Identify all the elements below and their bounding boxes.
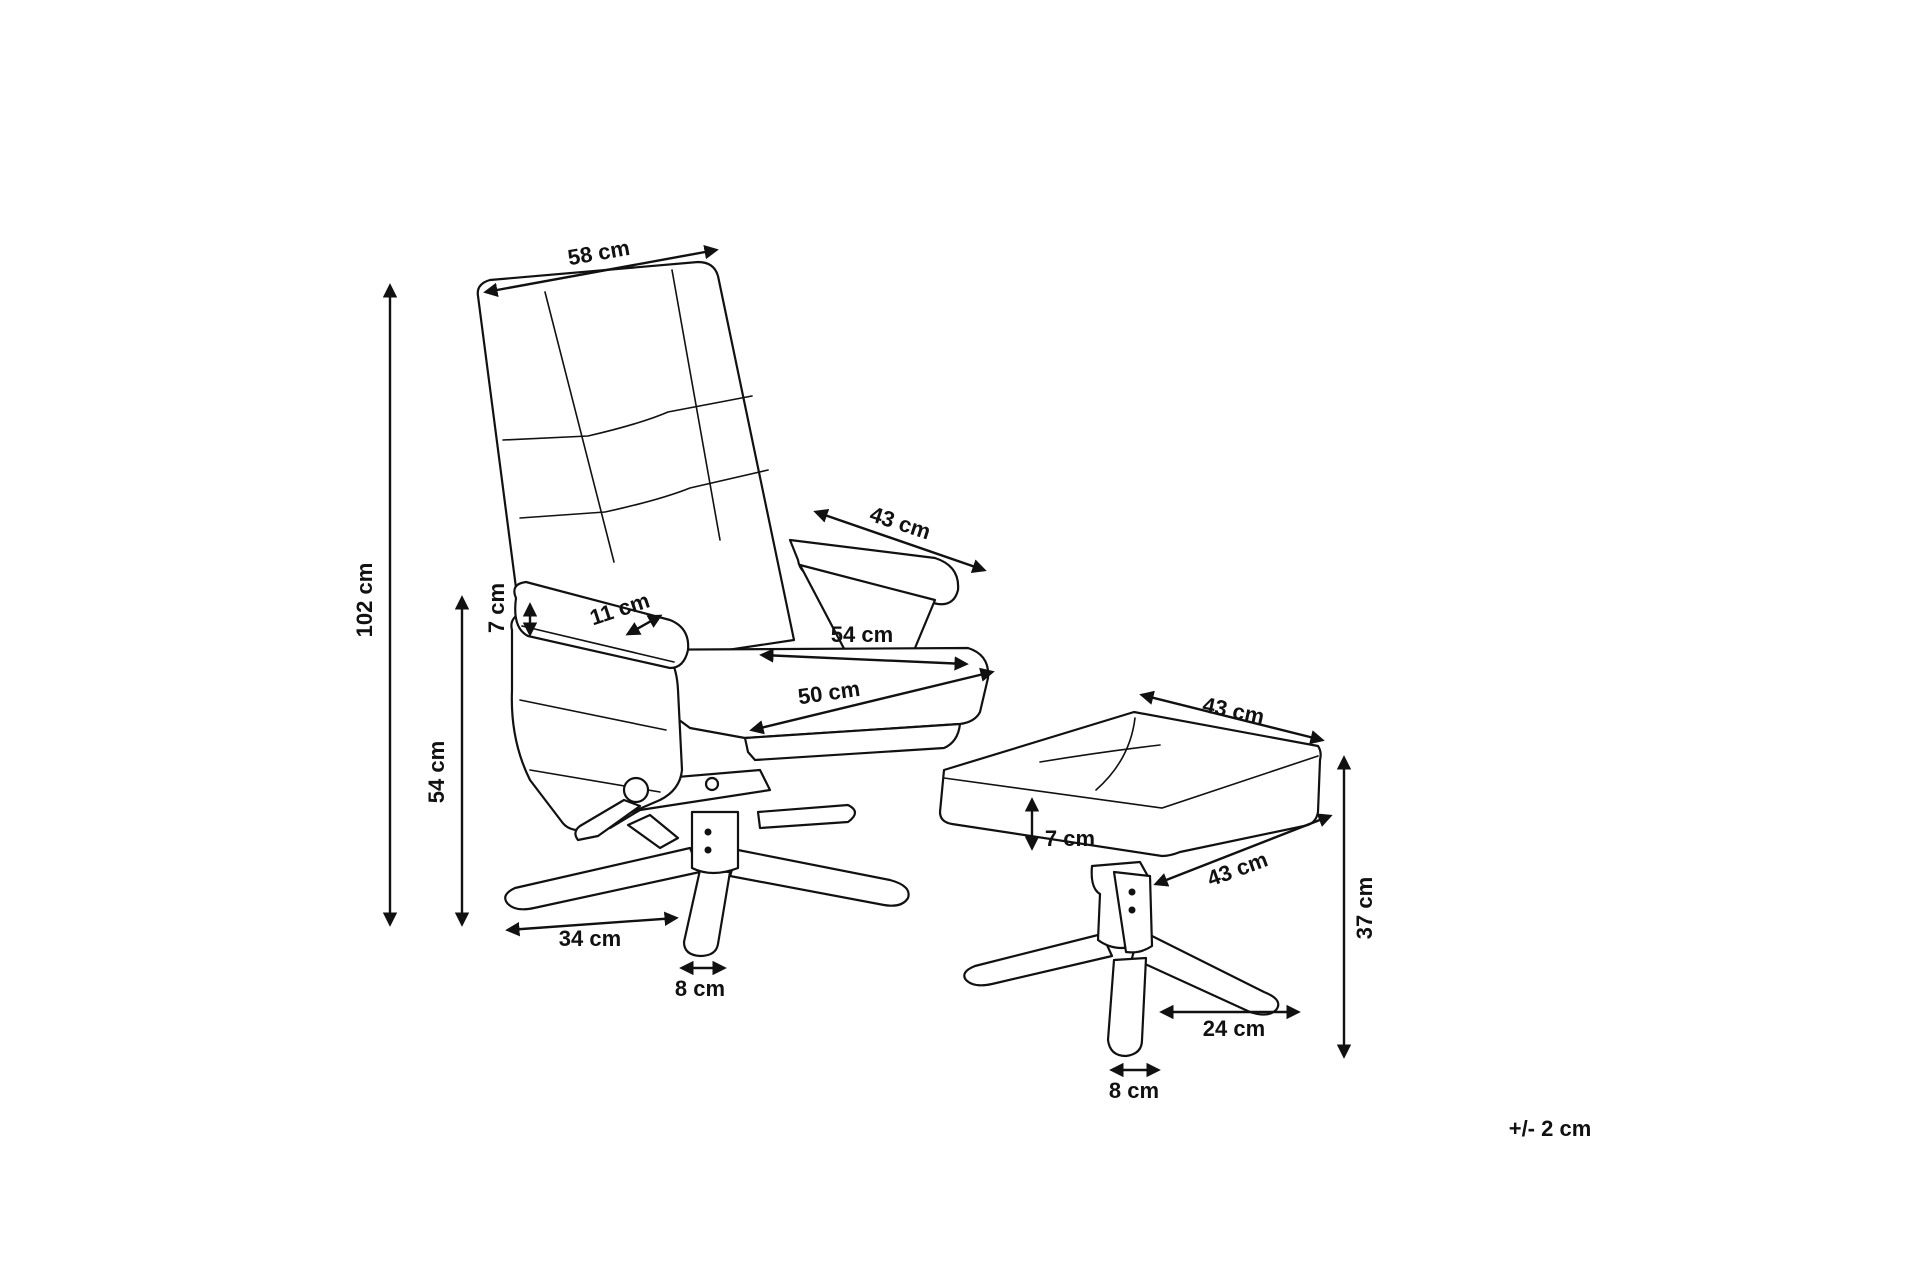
dim-ottoman-height: 37 cm — [1352, 877, 1377, 939]
dim-chair-base-leg-width: 8 cm — [675, 976, 725, 1001]
dim-ottoman-base-leg-length: 24 cm — [1203, 1016, 1265, 1041]
dim-total-height: 102 cm — [352, 563, 377, 638]
dim-armrest-thickness: 7 cm — [484, 583, 509, 633]
dim-armrest-height: 54 cm — [424, 741, 449, 803]
ottoman-drawing — [938, 710, 1322, 1058]
dim-seat-depth: 54 cm — [831, 622, 893, 647]
dim-ottoman-top-width: 43 cm — [1200, 692, 1266, 729]
dim-ottoman-base-leg-width: 8 cm — [1109, 1078, 1159, 1103]
dim-chair-base-leg-length: 34 cm — [559, 926, 621, 951]
tolerance-note: +/- 2 cm — [1509, 1116, 1592, 1141]
dim-backrest-width: 58 cm — [566, 235, 632, 270]
dim-armrest-length: 43 cm — [867, 501, 934, 544]
dimension-lines — [382, 244, 1352, 1078]
dim-ottoman-cushion-thickness: 7 cm — [1045, 826, 1095, 851]
chair-drawing — [476, 260, 990, 958]
